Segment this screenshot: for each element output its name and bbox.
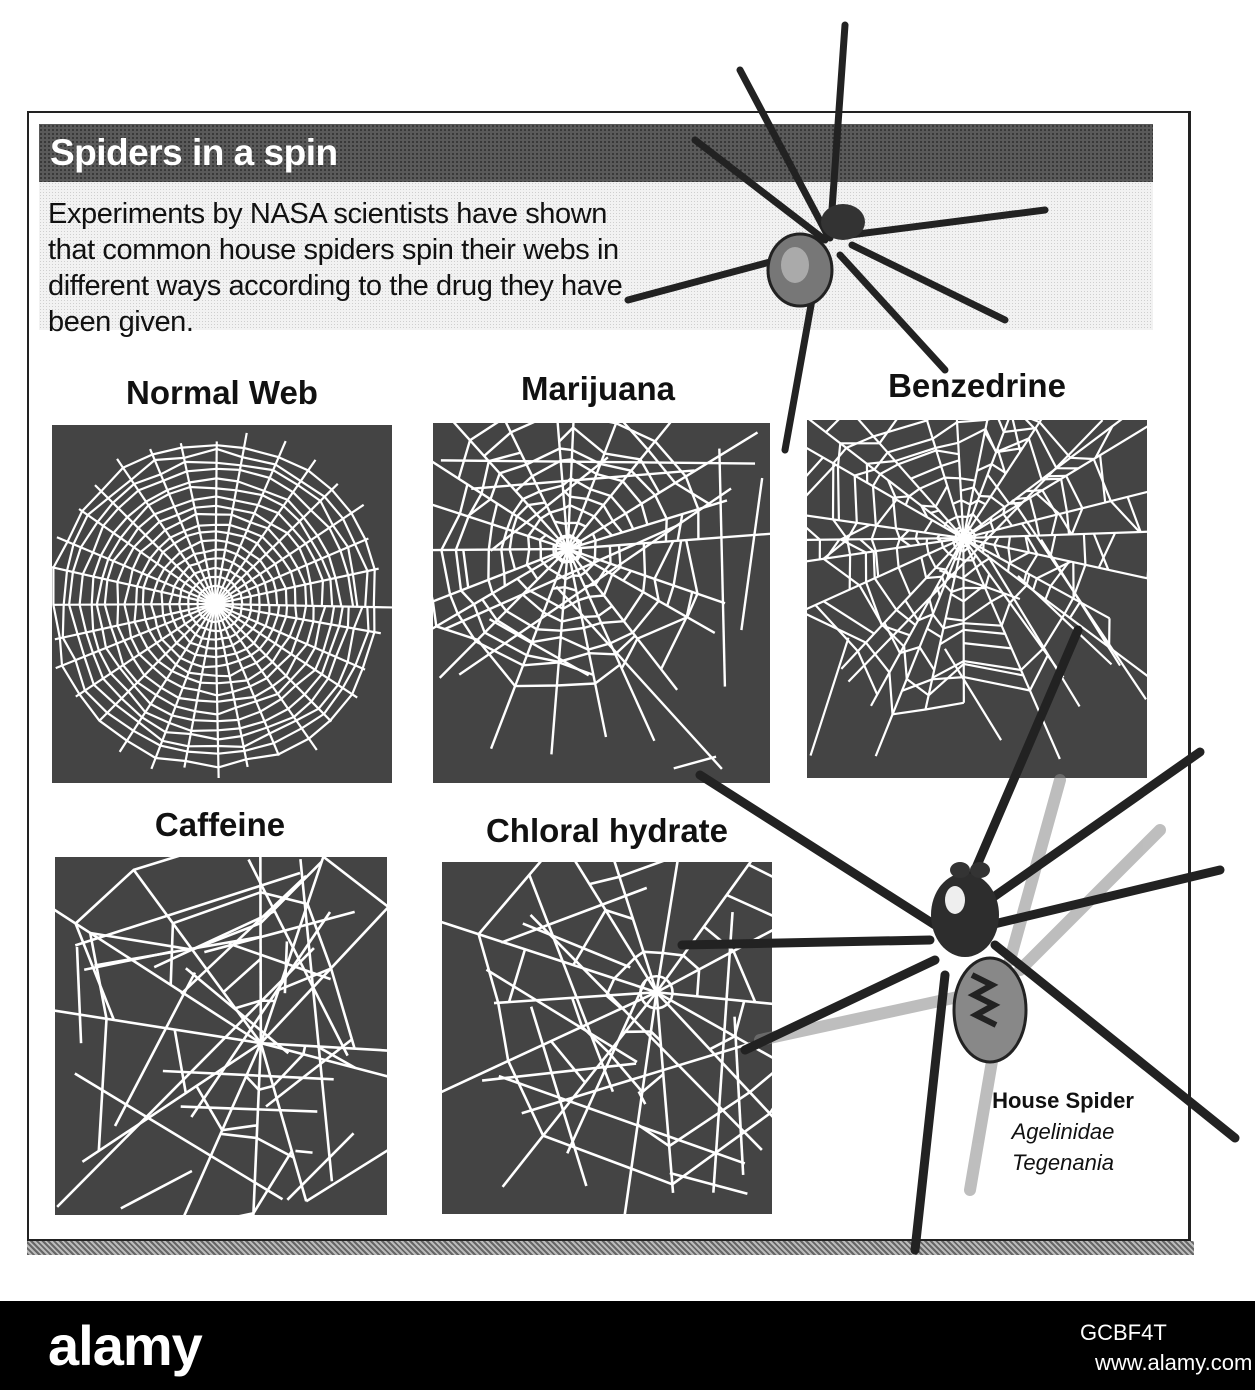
spider-web-drawing (55, 857, 387, 1215)
spider-web-drawing (433, 423, 770, 770)
label-marijuana: Marijuana (520, 370, 676, 407)
web-panel-chloral-hydrate (442, 862, 772, 1214)
infographic-title: Spiders in a spin (50, 132, 338, 173)
watermark-logo: alamy (48, 1314, 203, 1377)
spider-web-drawing (442, 862, 772, 1214)
caption-common-name: House Spider (992, 1088, 1134, 1113)
spider-web-drawing (807, 420, 1147, 760)
watermark-url: www.alamy.com (1095, 1350, 1253, 1375)
label-caffeine: Caffeine (154, 806, 286, 843)
house-spider-illustration (624, 21, 1240, 1255)
caption-genus: Tegenania (1012, 1150, 1114, 1175)
watermark-footer (0, 1301, 1255, 1390)
top-spider-body-icon (766, 204, 865, 308)
spider-web-drawing (52, 432, 392, 779)
caption-family: Agelinidae (1011, 1119, 1115, 1144)
species-caption: House Spider Agelinidae Tegenania (978, 1085, 1148, 1178)
label-benzedrine: Benzedrine (888, 367, 1066, 404)
web-panel-benzedrine (807, 420, 1147, 778)
web-panel-caffeine (55, 857, 387, 1215)
watermark-image-id: GCBF4T (1080, 1320, 1167, 1345)
label-chloral-hydrate: Chloral hydrate (485, 812, 729, 849)
web-panel-normal (52, 425, 392, 783)
frame-shadow (27, 1241, 1194, 1255)
web-panel-marijuana (433, 423, 770, 783)
bottom-spider-icon (677, 625, 1240, 1255)
label-normal-web: Normal Web (126, 374, 318, 411)
intro-text: Experiments by NASA scientists have show… (48, 198, 623, 338)
title-bar (39, 124, 1153, 182)
bottom-spider-body-icon (931, 862, 1028, 1064)
